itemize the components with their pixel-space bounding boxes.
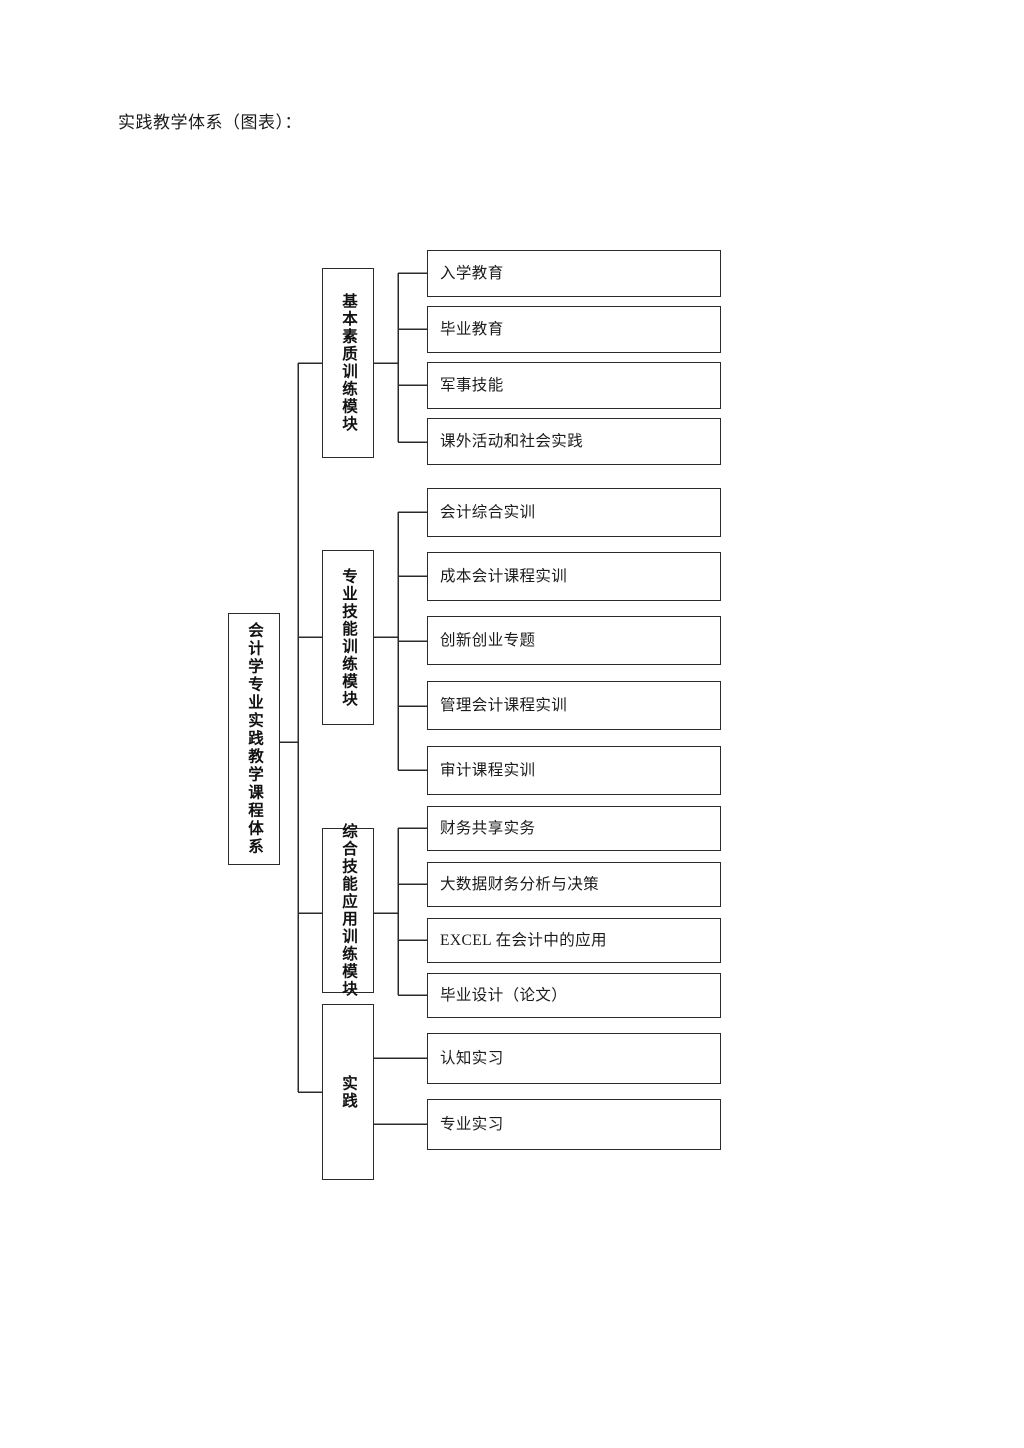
leaf-node-label: 认知实习 bbox=[440, 1049, 504, 1067]
module-node-comprehensive-skill-application-training[interactable]: 综合技能应用训练模块 bbox=[322, 823, 374, 998]
leaf-node-audit-course-training[interactable]: 审计课程实训 bbox=[427, 746, 721, 795]
leaf-node-financial-shared-services[interactable]: 财务共享实务 bbox=[427, 806, 721, 851]
root-node-accounting-practice-curriculum-system[interactable]: 会计学专业实践教学课程体系 bbox=[228, 613, 280, 865]
leaf-node-label: EXCEL 在会计中的应用 bbox=[440, 931, 607, 949]
module-node-label: 综合技能应用训练模块 bbox=[340, 823, 357, 998]
leaf-node-label: 管理会计课程实训 bbox=[440, 696, 568, 714]
page-title: 实践教学体系（图表）： bbox=[118, 113, 302, 132]
module-node-label: 基本素质训练模块 bbox=[340, 293, 357, 433]
leaf-node-label: 军事技能 bbox=[440, 376, 504, 394]
leaf-node-enrollment-education[interactable]: 入学教育 bbox=[427, 250, 721, 297]
leaf-node-label: 专业实习 bbox=[440, 1115, 504, 1133]
leaf-node-innovation-entrepreneurship-topic[interactable]: 创新创业专题 bbox=[427, 616, 721, 665]
leaf-node-graduation-design-thesis[interactable]: 毕业设计（论文） bbox=[427, 973, 721, 1018]
leaf-node-label: 毕业教育 bbox=[440, 320, 504, 338]
module-node-professional-skill-training[interactable]: 专业技能训练模块 bbox=[322, 550, 374, 725]
leaf-node-management-accounting-course-training[interactable]: 管理会计课程实训 bbox=[427, 681, 721, 730]
leaf-node-label: 创新创业专题 bbox=[440, 631, 536, 649]
leaf-node-cost-accounting-course-training[interactable]: 成本会计课程实训 bbox=[427, 552, 721, 601]
leaf-node-graduation-education[interactable]: 毕业教育 bbox=[427, 306, 721, 353]
leaf-node-label: 财务共享实务 bbox=[440, 819, 536, 837]
leaf-node-accounting-comprehensive-training[interactable]: 会计综合实训 bbox=[427, 488, 721, 537]
leaf-node-excel-in-accounting-application[interactable]: EXCEL 在会计中的应用 bbox=[427, 918, 721, 963]
leaf-node-label: 课外活动和社会实践 bbox=[440, 432, 584, 450]
leaf-node-professional-internship[interactable]: 专业实习 bbox=[427, 1099, 721, 1150]
leaf-node-label: 大数据财务分析与决策 bbox=[440, 875, 600, 893]
leaf-node-label: 审计课程实训 bbox=[440, 761, 536, 779]
leaf-node-label: 会计综合实训 bbox=[440, 503, 536, 521]
leaf-node-label: 毕业设计（论文） bbox=[440, 986, 568, 1004]
module-node-label: 专业技能训练模块 bbox=[340, 567, 357, 708]
root-node-label: 会计学专业实践教学课程体系 bbox=[246, 622, 263, 856]
module-node-practice[interactable]: 实践 bbox=[322, 1004, 374, 1180]
leaf-node-label: 入学教育 bbox=[440, 264, 504, 282]
module-node-label: 实践 bbox=[340, 1074, 357, 1110]
leaf-node-extracurricular-and-social-practice[interactable]: 课外活动和社会实践 bbox=[427, 418, 721, 465]
leaf-node-cognitive-internship[interactable]: 认知实习 bbox=[427, 1033, 721, 1084]
leaf-node-military-skills[interactable]: 军事技能 bbox=[427, 362, 721, 409]
leaf-node-label: 成本会计课程实训 bbox=[440, 567, 568, 585]
module-node-basic-quality-training[interactable]: 基本素质训练模块 bbox=[322, 268, 374, 458]
leaf-node-big-data-financial-analysis-and-decision[interactable]: 大数据财务分析与决策 bbox=[427, 862, 721, 907]
